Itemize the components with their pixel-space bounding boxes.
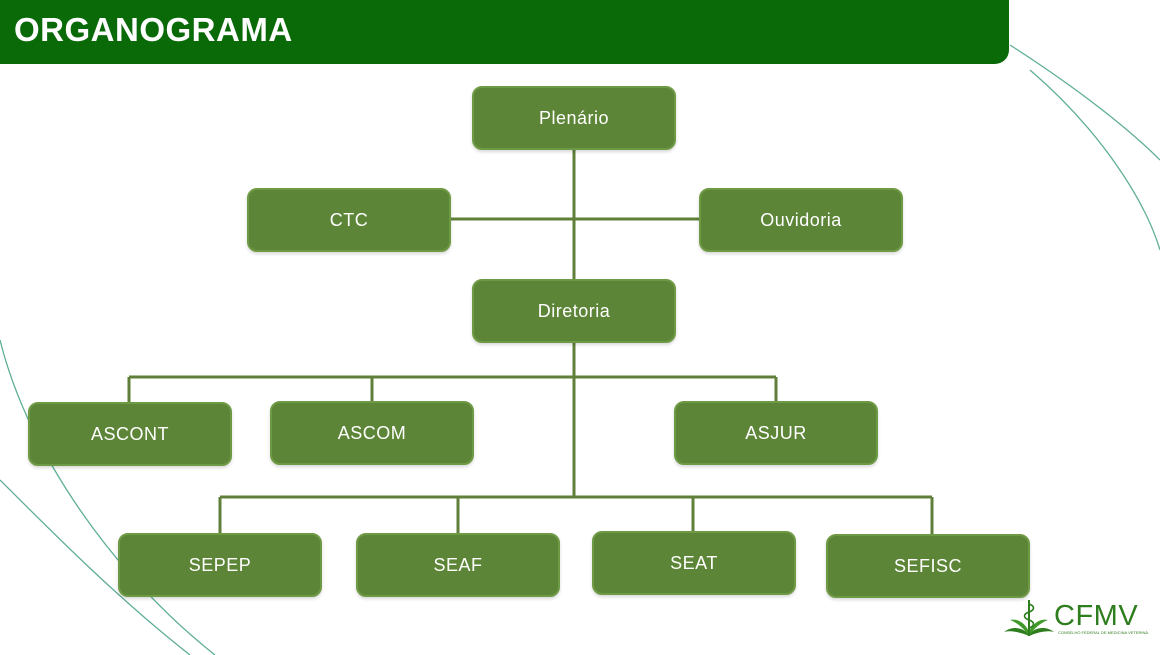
node-ouvidoria: Ouvidoria (699, 188, 903, 252)
node-ctc-label: CTC (329, 209, 369, 230)
node-sepep-label: SEPEP (188, 554, 252, 575)
node-ctc: CTC (247, 188, 451, 252)
node-seaf-label: SEAF (433, 554, 483, 575)
node-ascom: ASCOM (270, 401, 474, 465)
node-sefisc-label: SEFISC (893, 555, 962, 576)
node-diretoria: Diretoria (472, 279, 676, 343)
node-diretoria-label: Diretoria (537, 300, 611, 321)
node-seaf: SEAF (356, 533, 560, 597)
node-ascont: ASCONT (28, 402, 232, 466)
node-seat: SEAT (592, 531, 796, 595)
node-asjur-label: ASJUR (745, 422, 807, 443)
node-seat-label: SEAT (670, 552, 718, 573)
header-bar: ORGANOGRAMA (0, 0, 1009, 64)
page-title: ORGANOGRAMA (14, 11, 293, 48)
cfmv-logo: CFMV CONSELHO FEDERAL DE MEDICINA VETERI… (1002, 596, 1152, 646)
logo-wordmark: CFMV (1054, 600, 1139, 632)
logo-subtitle: CONSELHO FEDERAL DE MEDICINA VETERINÁRIA (1058, 630, 1148, 635)
node-plenario: Plenário (472, 86, 676, 150)
node-ascont-label: ASCONT (90, 423, 169, 444)
node-sepep: SEPEP (118, 533, 322, 597)
node-ouvidoria-label: Ouvidoria (760, 209, 842, 230)
caduceus-leaf-icon (1004, 600, 1054, 636)
node-ascom-label: ASCOM (337, 422, 407, 443)
node-asjur: ASJUR (674, 401, 878, 465)
node-sefisc: SEFISC (826, 534, 1030, 598)
node-plenario-label: Plenário (538, 107, 610, 128)
